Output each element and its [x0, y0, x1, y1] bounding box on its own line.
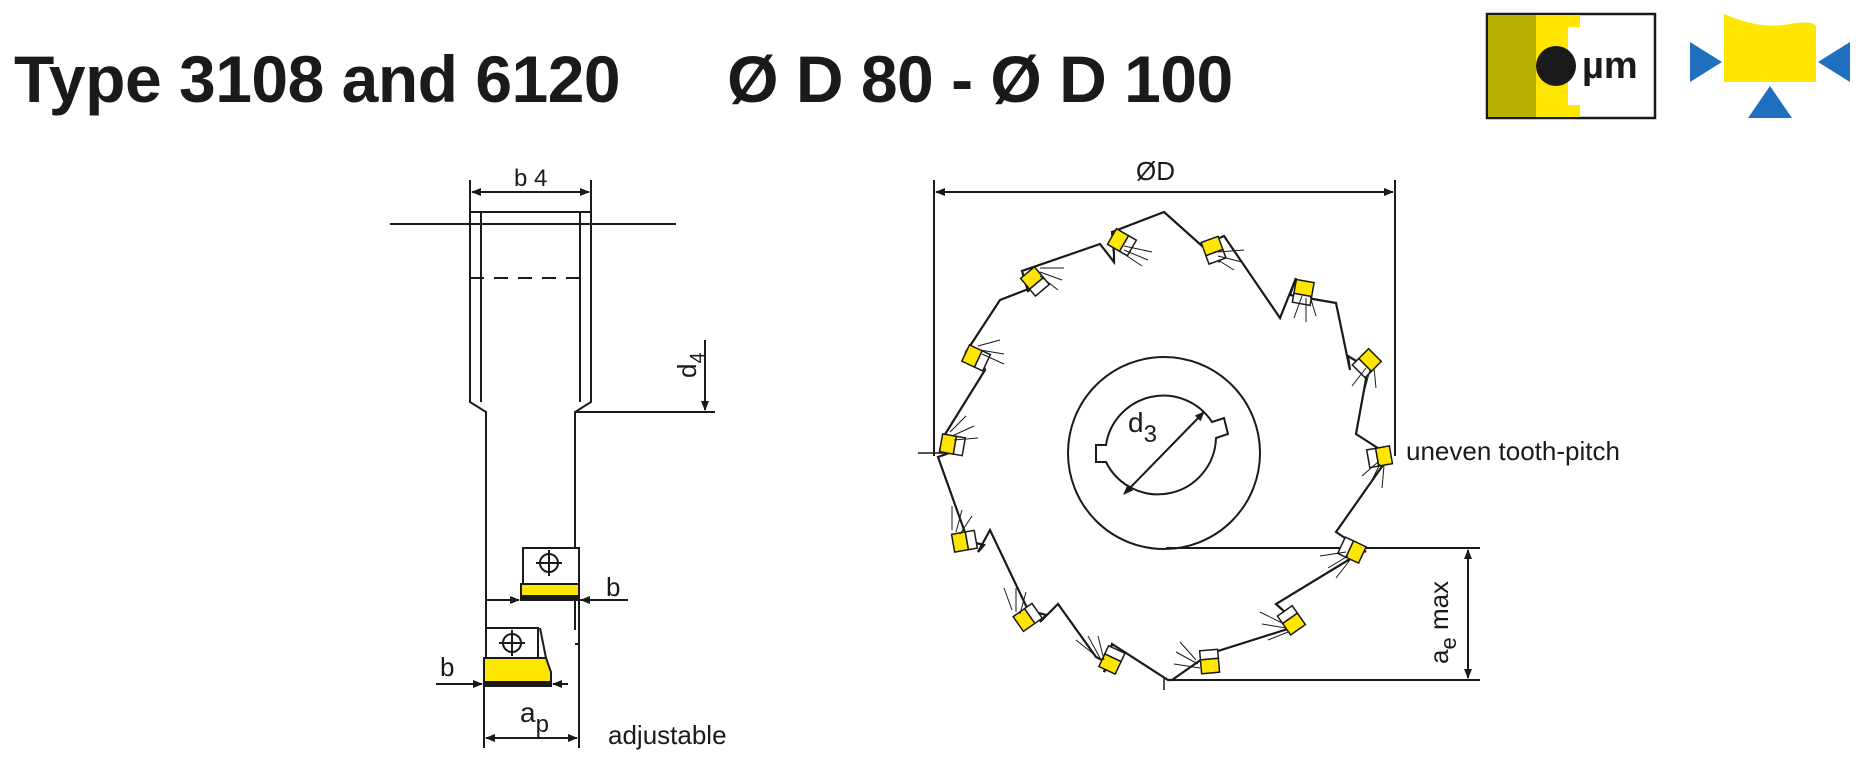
- b-lower-label: b: [440, 652, 454, 682]
- insert-9: [1097, 644, 1126, 676]
- page-title: Type 3108 and 6120 Ø D 80 - Ø D 100: [14, 34, 1354, 124]
- bottom-arrow-triangle: [1748, 86, 1792, 118]
- adjustable-note: adjustable: [608, 720, 727, 750]
- d4-label: d4: [672, 352, 709, 378]
- upper-insert-base: [520, 595, 580, 601]
- d3-letter: d: [1128, 407, 1144, 438]
- ae-max-label: ae max: [1424, 581, 1461, 664]
- upper-insert: [520, 583, 580, 597]
- micrometer-label: µm: [1582, 45, 1638, 87]
- ap-subscript: p: [536, 711, 549, 738]
- adjustment-wedge-icon: [1690, 14, 1850, 118]
- insert-13: [960, 343, 992, 372]
- ae-subscript: e: [1436, 637, 1461, 649]
- type-text: Type 3108 and 6120: [14, 42, 621, 116]
- wedge-yellow-shape: [1724, 14, 1816, 82]
- insert-11: [950, 529, 979, 553]
- insert-3: [1291, 278, 1315, 307]
- diameter-label: ØD: [1136, 156, 1175, 186]
- uneven-pitch-note: uneven tooth-pitch: [1406, 436, 1620, 466]
- ap-letter: a: [520, 697, 536, 728]
- d3-label: d3: [1128, 407, 1157, 448]
- svg-text:ae max: ae max: [1424, 581, 1461, 664]
- svg-text:d4: d4: [672, 352, 709, 378]
- micrometer-precision-icon: µm: [1485, 12, 1657, 120]
- front-view: [918, 180, 1480, 690]
- lower-insert: [483, 657, 552, 683]
- lower-insert-edge: [539, 627, 547, 659]
- d3-dimension-line: [1123, 411, 1205, 495]
- right-arrow-triangle: [1818, 42, 1850, 82]
- b-upper-label: b: [606, 572, 620, 602]
- insert-8: [1198, 648, 1221, 675]
- insert-12: [938, 433, 967, 457]
- precision-dot: [1536, 46, 1576, 86]
- d3-subscript: 3: [1144, 421, 1157, 448]
- insert-7: [1276, 604, 1307, 636]
- ap-label: ap: [520, 697, 549, 738]
- side-view: [390, 180, 715, 748]
- ae-suffix: max: [1424, 581, 1454, 637]
- diameter-range: Ø D 80 - Ø D 100: [727, 42, 1233, 116]
- chip-hatching: [949, 245, 1385, 669]
- hub-outline-right: [574, 212, 592, 630]
- hub-outline: [469, 212, 487, 628]
- insert-5: [1365, 445, 1394, 469]
- b4-label: b 4: [514, 165, 547, 192]
- ae-letter: a: [1424, 649, 1454, 664]
- upper-insert-seat: [522, 547, 580, 585]
- d4-letter: d: [672, 364, 702, 378]
- insert-2: [1200, 235, 1227, 266]
- lower-insert-base: [483, 681, 552, 687]
- insert-6: [1336, 536, 1368, 565]
- d4-subscript: 4: [687, 352, 709, 363]
- insert-10: [1012, 602, 1044, 633]
- left-arrow-triangle: [1690, 42, 1722, 82]
- insert-4: [1351, 347, 1383, 379]
- cutter-inserts: [938, 227, 1394, 676]
